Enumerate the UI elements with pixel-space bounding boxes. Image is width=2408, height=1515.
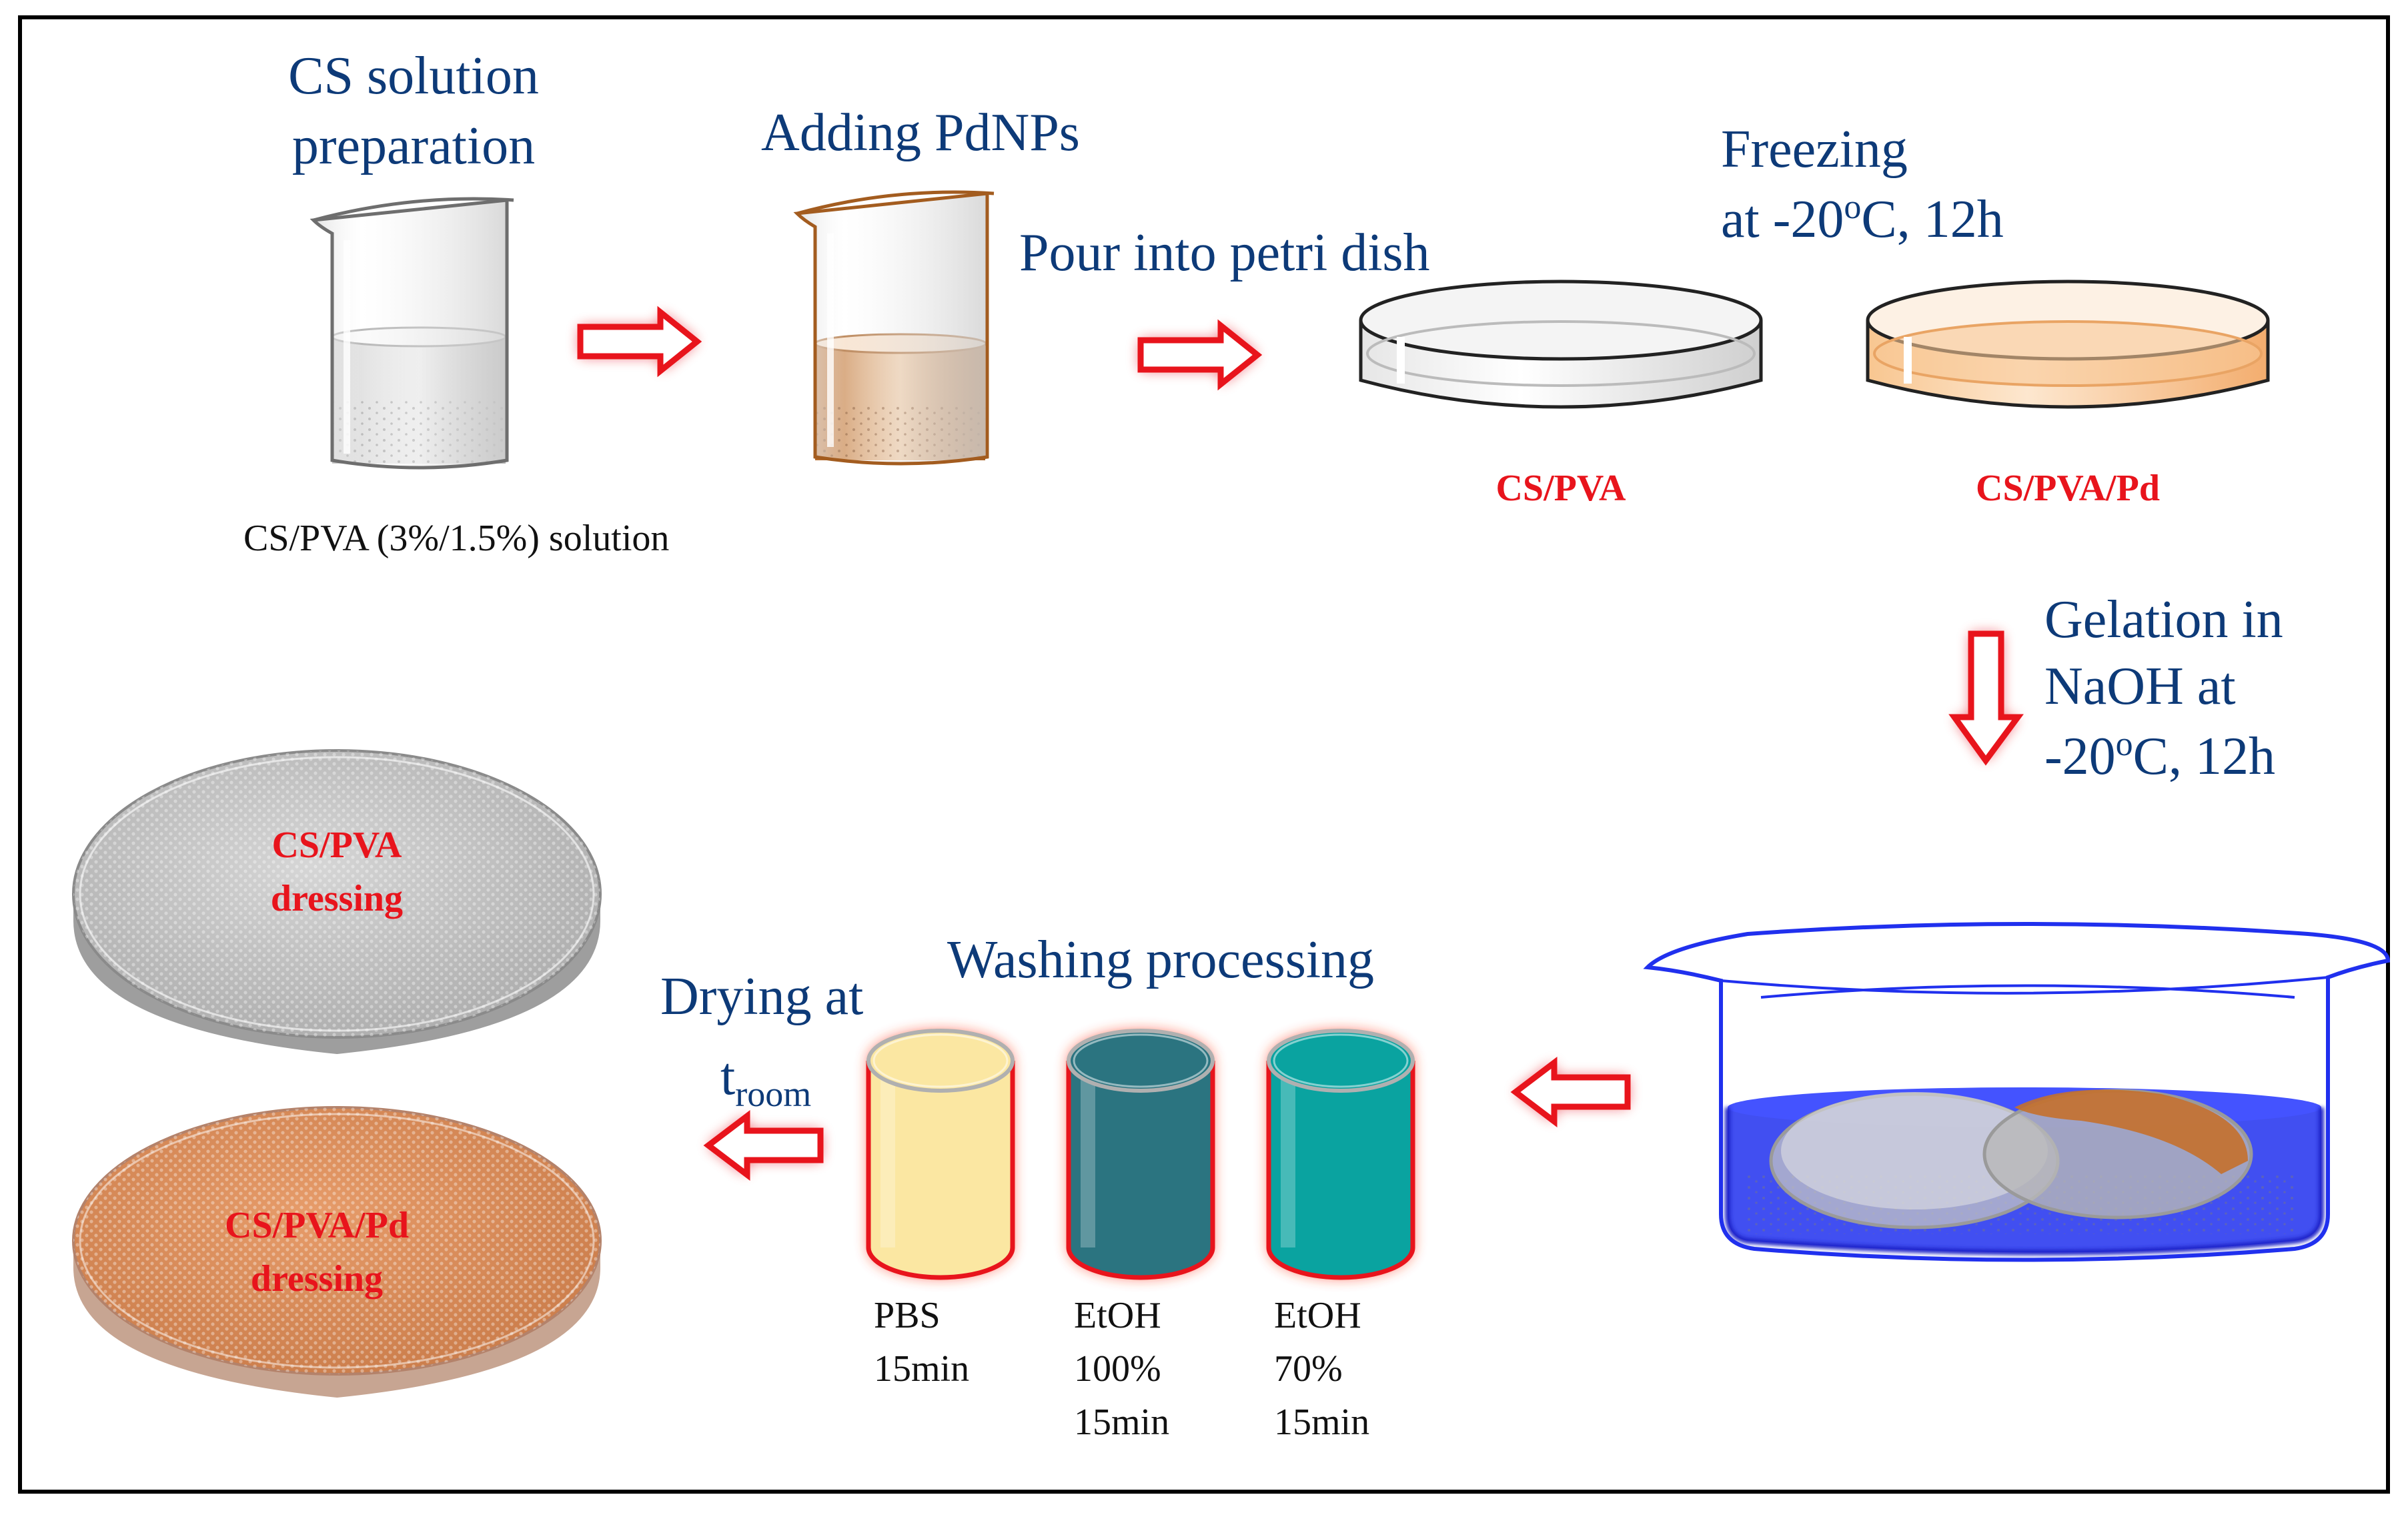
dressing-cs-pva-pd: [72, 1106, 602, 1398]
dressing-cs-pva-label-line2: dressing: [271, 878, 403, 919]
gelation-label-line2: NaOH at: [2044, 657, 2236, 716]
dressing-cs-pva: [72, 749, 602, 1054]
gelation-label-line3: -20oC, 12h: [2044, 725, 2275, 786]
dressing-cs-pva-pd-label-line2: dressing: [251, 1258, 383, 1300]
beaker-adding-pdnps: [793, 190, 995, 466]
drying-label-line2: troom: [720, 1047, 811, 1114]
wash-2-label-line2: 100%: [1074, 1348, 1161, 1390]
cs-solution-title-line1: CS solution: [288, 47, 539, 105]
dressing-cs-pva-label-line1: CS/PVA: [271, 825, 402, 866]
petri-dish-cs-pva-pd: [1866, 280, 2270, 409]
freezing-label-line1: Freezing: [1721, 120, 1908, 179]
wash-3-label-line1: EtOH: [1274, 1295, 1361, 1336]
wash-1-label-line1: PBS: [874, 1295, 941, 1336]
cs-solution-title-line2: preparation: [292, 117, 535, 175]
petri-dish-cs-pva: [1359, 280, 1763, 409]
wash-3-label-line2: 70%: [1274, 1348, 1343, 1390]
beaker-cs-solution: [310, 197, 514, 470]
arrow-bath-to-washing: [1510, 1056, 1631, 1128]
adding-pdnps-label: Adding PdNPs: [761, 103, 1080, 162]
arrow-beaker1-to-beaker2: [577, 306, 702, 378]
wash-cylinder-2: [1066, 1029, 1215, 1280]
wash-3-label-line3: 15min: [1274, 1402, 1369, 1443]
wash-2-label-line3: 15min: [1074, 1402, 1169, 1443]
figure-frame: [18, 15, 2390, 1494]
naoh-gelation-bath: [1643, 922, 2391, 1262]
wash-cylinder-3: [1266, 1029, 1415, 1280]
arrow-washing-to-drying: [703, 1109, 824, 1181]
gelation-label-line1: Gelation in: [2044, 590, 2283, 649]
dish-label-cs-pva-pd: CS/PVA/Pd: [1976, 468, 2160, 509]
cs-pva-solution-label: CS/PVA (3%/1.5%) solution: [243, 518, 669, 559]
wash-2-label-line1: EtOH: [1074, 1295, 1161, 1336]
wash-1-label-line2: 15min: [874, 1348, 969, 1390]
arrow-beaker2-to-dish: [1137, 319, 1263, 391]
wash-cylinder-1: [866, 1029, 1015, 1280]
arrow-down-to-gelation: [1948, 630, 2024, 766]
freezing-label-line2: at -20oC, 12h: [1721, 188, 2004, 249]
drying-label-line1: Drying at: [660, 967, 863, 1026]
washing-cylinders: PBS 15min EtOH 100% 15min EtOH 70% 15min: [866, 1029, 1415, 1443]
dish-label-cs-pva: CS/PVA: [1495, 468, 1626, 509]
dressing-cs-pva-pd-label-line1: CS/PVA/Pd: [225, 1205, 409, 1246]
pour-into-petri-label: Pour into petri dish: [1019, 223, 1430, 282]
washing-processing-label: Washing processing: [947, 931, 1374, 989]
